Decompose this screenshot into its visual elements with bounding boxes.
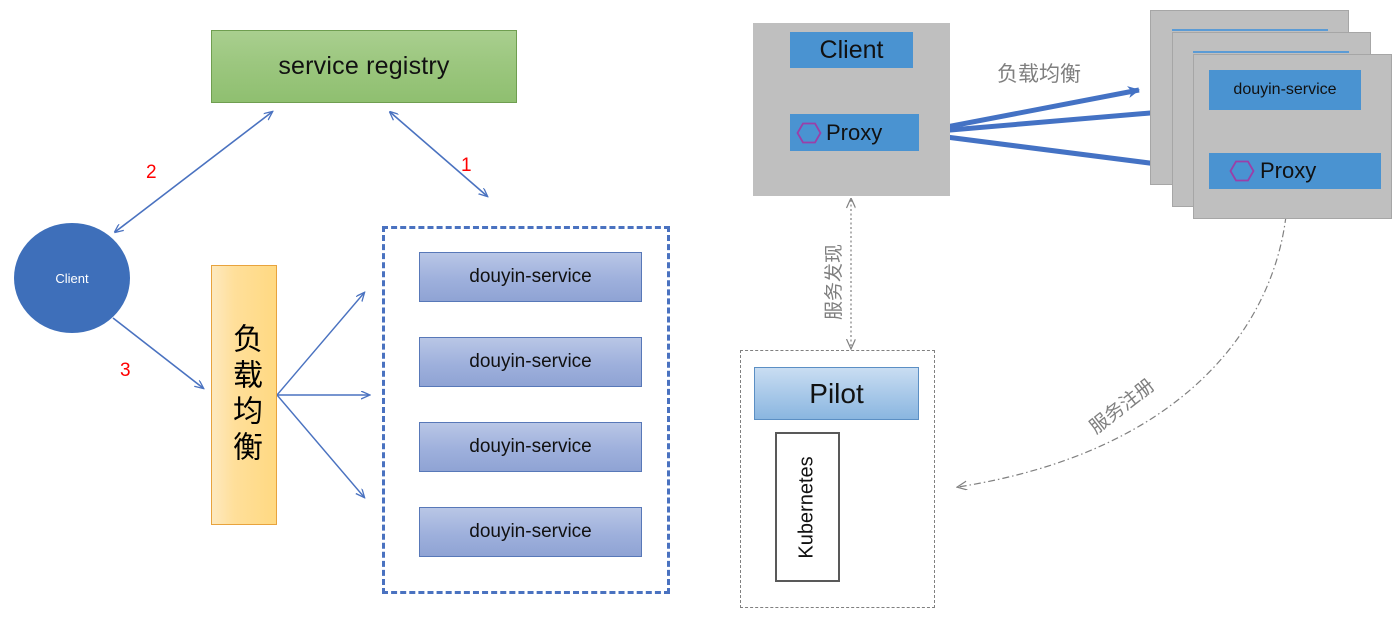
douyin-service-box-1[interactable]: douyin-service (419, 252, 642, 302)
service-pod-topline-mid (1193, 51, 1349, 53)
service-pod-proxy-label: Proxy (1260, 158, 1317, 183)
douyin-service-label-2: douyin-service (469, 351, 592, 372)
hexagon-icon (1229, 160, 1255, 182)
connector-client-registry (115, 112, 272, 232)
client-proxy-label: Proxy (826, 119, 883, 145)
connector-loadbalancer-fanout (276, 293, 369, 497)
client-app-label: Client (819, 35, 884, 64)
load-balancing-label: 负载均衡 (997, 63, 1081, 86)
client-circle-label: Client (55, 270, 89, 286)
connector-service-registration (958, 215, 1287, 487)
douyin-service-box-3[interactable]: douyin-service (419, 422, 642, 472)
load-balancer-box[interactable]: 负载均衡 (211, 265, 277, 525)
step-number-2: 2 (146, 162, 157, 183)
service-pod-app-chip[interactable]: douyin-service (1209, 70, 1361, 110)
service-pod-proxy-chip[interactable]: Proxy (1209, 153, 1381, 189)
control-plane-container (740, 350, 935, 608)
douyin-service-label-1: douyin-service (469, 266, 592, 287)
service-pod-topline-back (1172, 29, 1328, 31)
client-app-chip[interactable]: Client (790, 32, 913, 68)
douyin-service-box-2[interactable]: douyin-service (419, 337, 642, 387)
service-registry-box[interactable]: service registry (211, 30, 517, 103)
service-pod-app-label: douyin-service (1233, 81, 1337, 98)
hexagon-icon (796, 122, 822, 143)
service-registry-label: service registry (278, 52, 450, 80)
pilot-label: Pilot (809, 377, 864, 409)
kubernetes-box[interactable]: Kubernetes (775, 432, 840, 582)
kubernetes-label: Kubernetes (796, 455, 819, 559)
service-discovery-label: 服务发现 (824, 243, 845, 320)
client-proxy-chip[interactable]: Proxy (790, 114, 919, 151)
douyin-service-label-3: douyin-service (469, 436, 592, 457)
service-group-container (382, 226, 670, 594)
step-number-1: 1 (461, 155, 472, 176)
step-number-3: 3 (120, 360, 131, 381)
service-registration-label: 服务注册 (1086, 375, 1159, 439)
client-circle[interactable]: Client (14, 223, 130, 333)
douyin-service-label-4: douyin-service (469, 521, 592, 542)
douyin-service-box-4[interactable]: douyin-service (419, 507, 642, 557)
connector-registry-services (390, 112, 487, 196)
pilot-box[interactable]: Pilot (754, 367, 919, 420)
load-balancer-label: 负载均衡 (228, 323, 261, 467)
